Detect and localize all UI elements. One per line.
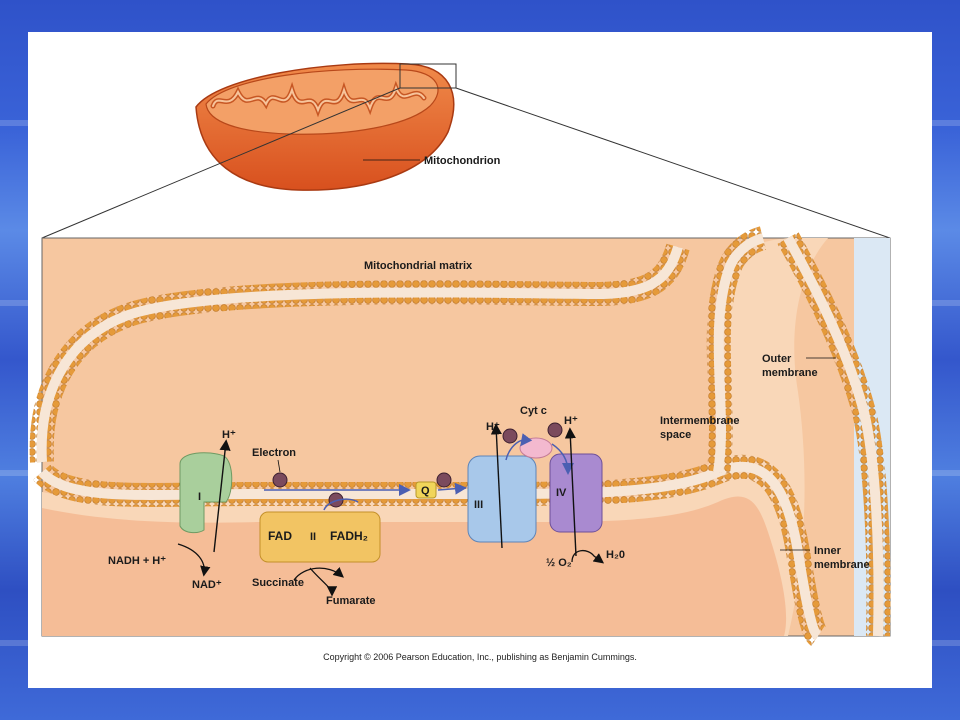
membrane-detail-panel: [29, 226, 891, 646]
intermembrane-label-line2: space: [660, 429, 691, 441]
q-label: Q: [421, 485, 430, 497]
inner-membrane-label-line2: membrane: [814, 559, 870, 571]
electron-label: Electron: [252, 447, 296, 459]
complex-2-label: II: [310, 531, 316, 543]
outer-membrane-label-line1: Outer: [762, 353, 792, 365]
half-o2-label: ½ O₂: [546, 557, 572, 569]
complex-1: I: [179, 452, 233, 534]
intermembrane-label-line1: Intermembrane: [660, 415, 739, 427]
etc-diagram: Mitochondrion I FAD II FADH₂: [29, 62, 891, 646]
complex-4-label: IV: [556, 487, 567, 499]
complex-3-label: III: [474, 499, 483, 511]
matrix-label: Mitochondrial matrix: [364, 260, 473, 272]
h2o-label: H₂0: [606, 549, 625, 561]
complex-2: FAD II FADH₂: [259, 511, 381, 563]
figure-frame: Mitochondrion I FAD II FADH₂: [28, 32, 932, 688]
fadh2-label: FADH₂: [330, 529, 368, 543]
nadh-label: NADH + H⁺: [108, 555, 166, 567]
inner-membrane-label-line1: Inner: [814, 545, 842, 557]
cyt-c-label: Cyt c: [520, 405, 547, 417]
h-plus-label-1: H⁺: [222, 429, 236, 441]
complex-1-label: I: [198, 491, 201, 503]
h-plus-label-3: H⁺: [564, 415, 578, 427]
fad-label: FAD: [268, 529, 292, 543]
mitochondrion-label: Mitochondrion: [424, 155, 501, 167]
fumarate-label: Fumarate: [326, 595, 376, 607]
h-plus-label-2: H⁺: [486, 421, 500, 433]
cyt-c-protein: [519, 437, 553, 459]
complex-3: III: [467, 455, 537, 543]
ubiquinone: Q: [415, 481, 437, 499]
complex-4: IV: [549, 453, 603, 533]
succinate-label: Succinate: [252, 577, 304, 589]
mitochondrion-illustration: Mitochondrion: [195, 62, 501, 191]
copyright-notice: Copyright © 2006 Pearson Education, Inc.…: [323, 652, 637, 662]
outer-membrane-label-line2: membrane: [762, 367, 818, 379]
nad-label: NAD⁺: [192, 579, 222, 591]
